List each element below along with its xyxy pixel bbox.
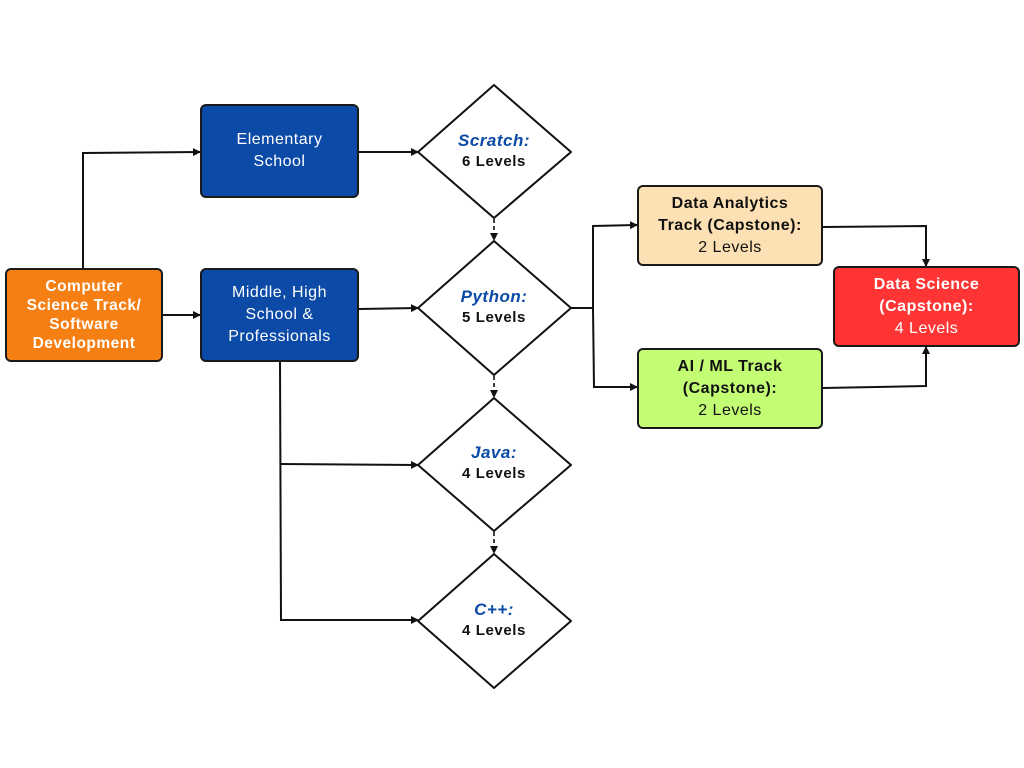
scratch-label: Scratch: 6 Levels bbox=[419, 130, 569, 172]
python-label: Python: 5 Levels bbox=[419, 286, 569, 328]
middle-line-3: Professionals bbox=[228, 328, 331, 345]
diamond-cpp bbox=[417, 553, 572, 689]
middle-high-school-box: Middle, High School & Professionals bbox=[200, 268, 359, 362]
connector-python-to-data-analytics bbox=[592, 221, 638, 308]
data-science-line-1: Data Science bbox=[873, 275, 980, 293]
connector-middle-to-python bbox=[358, 304, 419, 313]
connector-data-analytics-to-data-science bbox=[822, 224, 930, 267]
python-name: Python: bbox=[460, 287, 528, 306]
data-analytics-line-2: Track (Capstone): bbox=[658, 216, 802, 234]
ai-ml-levels: 2 Levels bbox=[698, 401, 762, 419]
cpp-levels: 4 Levels bbox=[461, 622, 526, 639]
connector-middle-to-java bbox=[280, 460, 419, 469]
cpp-label: C++: 4 Levels bbox=[419, 599, 569, 641]
ai-ml-line-2: (Capstone): bbox=[682, 379, 778, 397]
data-analytics-levels: 2 Levels bbox=[698, 238, 762, 256]
connector-python-to-ai-ml bbox=[592, 307, 638, 391]
middle-line-1: Middle, High bbox=[232, 284, 327, 301]
java-label: Java: 4 Levels bbox=[419, 442, 569, 484]
connector-start-to-elementary bbox=[82, 148, 201, 268]
connector-middle-to-cpp bbox=[279, 361, 419, 624]
middle-line-2: School & bbox=[245, 306, 314, 323]
java-levels: 4 Levels bbox=[461, 465, 526, 482]
start-line-3: Software bbox=[49, 316, 119, 333]
start-line-2: Science Track/ bbox=[26, 297, 142, 314]
elementary-line-2: School bbox=[253, 153, 306, 170]
data-analytics-line-1: Data Analytics bbox=[671, 194, 789, 212]
diamond-python bbox=[417, 240, 572, 376]
elementary-line-1: Elementary bbox=[236, 131, 323, 148]
python-levels: 5 Levels bbox=[461, 309, 526, 326]
computer-science-track-box: Computer Science Track/ Software Develop… bbox=[5, 268, 163, 362]
scratch-levels: 6 Levels bbox=[461, 153, 526, 170]
data-science-box: Data Science (Capstone): 4 Levels bbox=[833, 266, 1020, 347]
data-science-levels: 4 Levels bbox=[894, 319, 959, 337]
start-line-4: Development bbox=[32, 335, 136, 352]
data-analytics-track-box: Data Analytics Track (Capstone): 2 Level… bbox=[637, 185, 823, 266]
cpp-name: C++: bbox=[474, 600, 514, 619]
ai-ml-track-box: AI / ML Track (Capstone): 2 Levels bbox=[637, 348, 823, 429]
start-line-1: Computer bbox=[45, 278, 123, 295]
connector-ai-ml-to-data-science bbox=[822, 346, 930, 389]
elementary-school-box: Elementary School bbox=[200, 104, 359, 198]
data-science-line-2: (Capstone): bbox=[879, 297, 974, 315]
diamond-java bbox=[417, 397, 572, 532]
scratch-name: Scratch: bbox=[457, 131, 531, 150]
diamond-scratch bbox=[417, 84, 572, 219]
java-name: Java: bbox=[471, 443, 517, 462]
ai-ml-line-1: AI / ML Track bbox=[677, 357, 783, 375]
